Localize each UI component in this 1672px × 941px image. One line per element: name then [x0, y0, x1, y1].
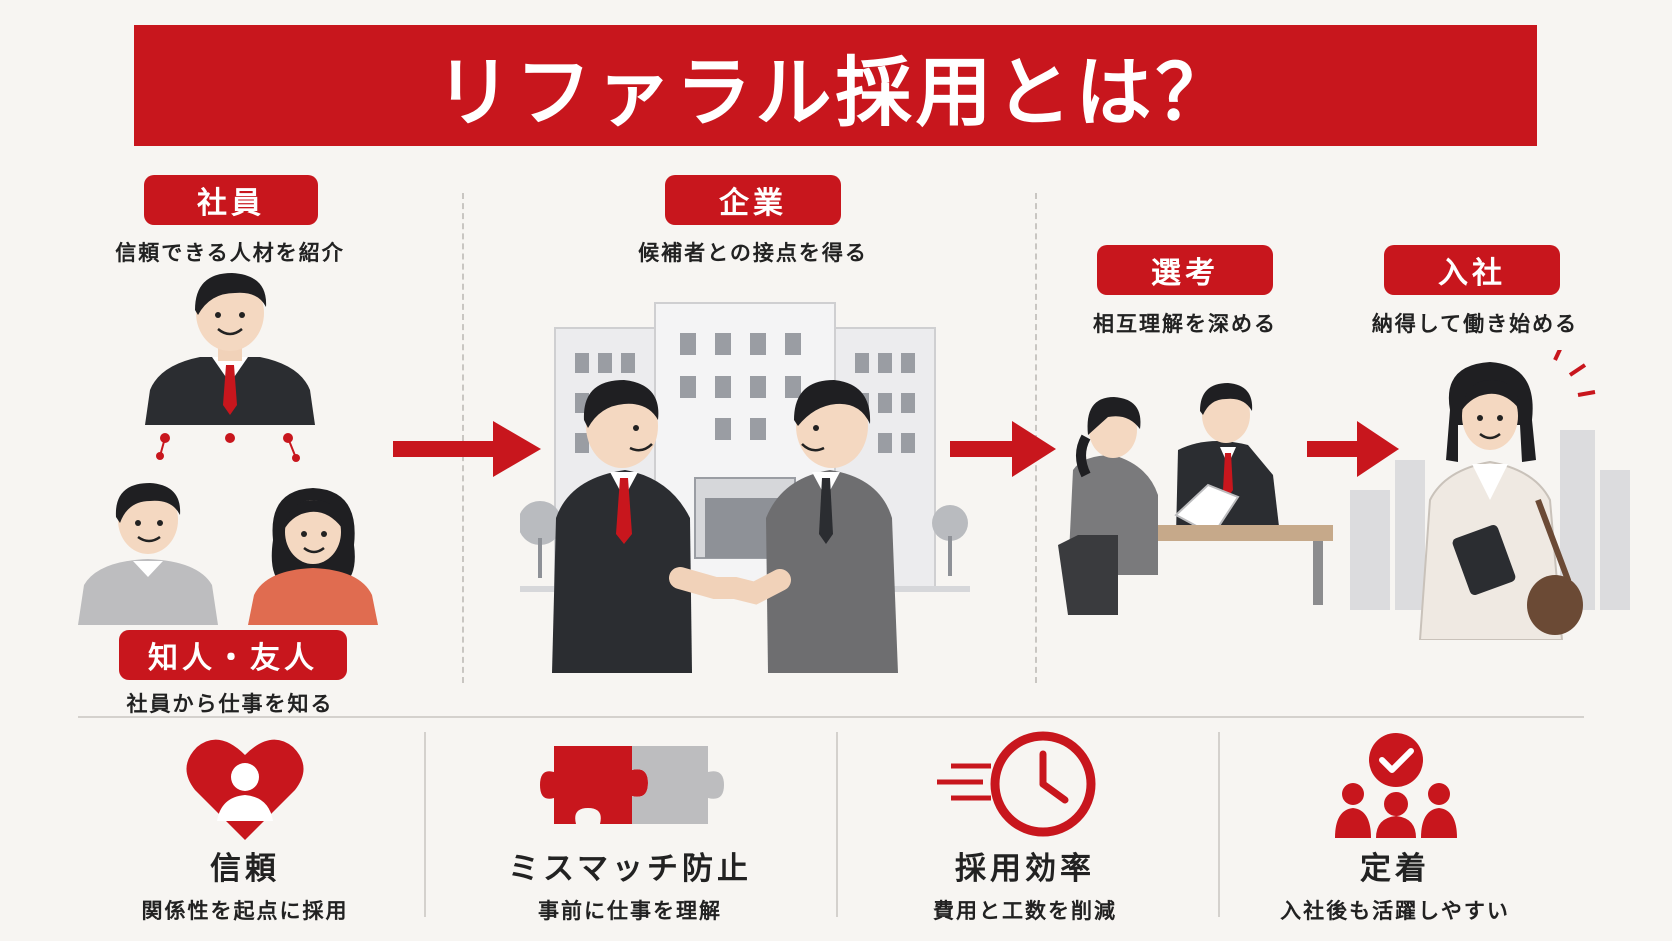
friends-label: 知人・友人 — [119, 630, 347, 680]
benefit-title-trust: 信頼 — [210, 851, 280, 887]
friends-caption: 社員から仕事を知る — [126, 692, 334, 716]
flow-arrow — [393, 419, 543, 479]
section-divider — [78, 716, 1584, 718]
benefit-title-mismatch: ミスマッチ防止 — [507, 851, 753, 887]
flow-arrow — [950, 419, 1060, 479]
benefit-subtitle-retention: 入社後も活躍しやすい — [1280, 899, 1510, 923]
friend-female-illustration — [248, 470, 378, 625]
benefit-title-retention: 定着 — [1360, 851, 1430, 887]
heart-person-icon — [185, 735, 305, 845]
selection-caption: 相互理解を深める — [1093, 312, 1277, 336]
benefit-divider — [424, 732, 426, 917]
employee-illustration — [140, 265, 320, 425]
employee-label: 社員 — [144, 175, 318, 225]
flow-arrow — [1307, 419, 1402, 479]
benefit-subtitle-efficiency: 費用と工数を削減 — [933, 899, 1117, 923]
team-check-icon — [1333, 730, 1459, 838]
friend-male-illustration — [78, 465, 218, 625]
benefit-divider — [1218, 732, 1220, 917]
clock-speed-icon — [933, 728, 1098, 840]
company-building-illustration — [520, 298, 970, 673]
new-employee-illustration — [1350, 350, 1635, 640]
benefit-subtitle-mismatch: 事前に仕事を理解 — [538, 899, 722, 923]
title-banner: リファラル採用とは？ — [134, 25, 1537, 146]
section-divider — [462, 193, 464, 683]
company-caption: 候補者との接点を得る — [638, 241, 868, 265]
company-label: 企業 — [665, 175, 841, 225]
benefit-divider — [836, 732, 838, 917]
benefit-title-efficiency: 採用効率 — [955, 851, 1095, 887]
joining-label: 入社 — [1384, 245, 1560, 295]
connection-links — [150, 428, 310, 468]
selection-label: 選考 — [1097, 245, 1273, 295]
puzzle-icon — [540, 740, 725, 830]
employee-caption: 信頼できる人材を紹介 — [115, 241, 345, 265]
benefit-subtitle-trust: 関係性を起点に採用 — [141, 899, 349, 923]
joining-caption: 納得して働き始める — [1371, 312, 1579, 336]
page-title: リファラル採用とは？ — [435, 47, 1236, 137]
interview-illustration — [1058, 375, 1333, 615]
